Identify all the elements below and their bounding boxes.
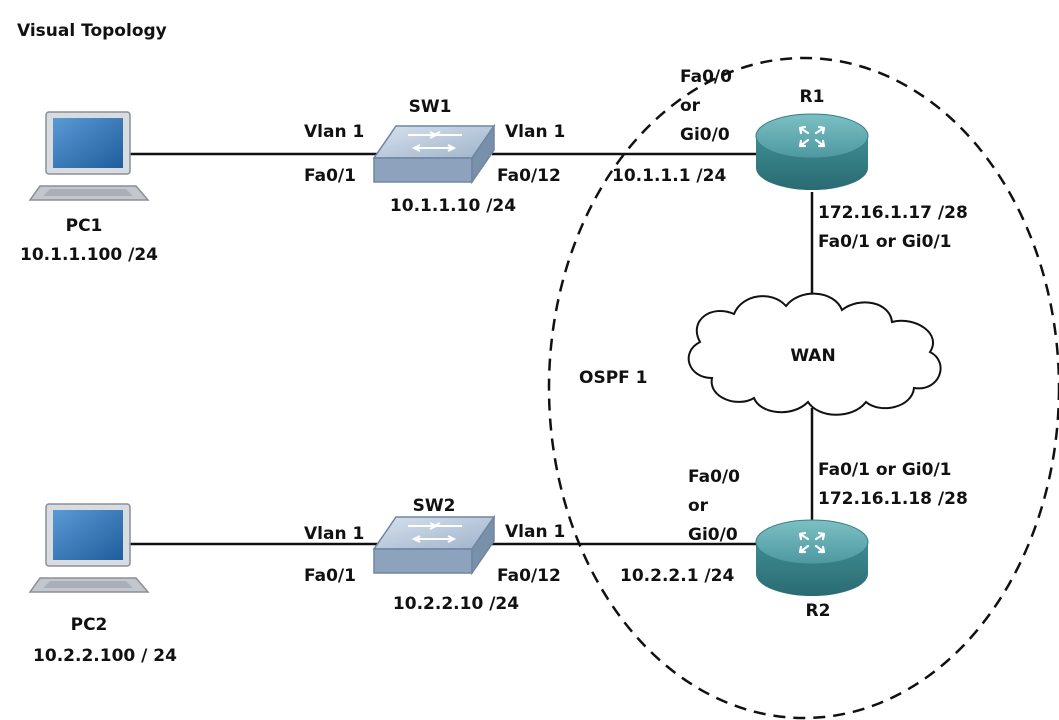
sw2-left-port: Fa0/1 <box>304 566 356 586</box>
sw1-left-port: Fa0/1 <box>304 166 356 186</box>
diagram-title: Visual Topology <box>17 21 167 41</box>
r2-lan-port-2: or <box>688 496 709 516</box>
r1-lan-port-2: or <box>680 96 701 116</box>
sw1-left-vlan: Vlan 1 <box>304 122 365 142</box>
pc1-ip: 10.1.1.100 /24 <box>20 245 158 265</box>
sw2-left-vlan: Vlan 1 <box>304 524 365 544</box>
sw1-name: SW1 <box>408 97 452 117</box>
pc2-laptop-icon <box>28 503 150 593</box>
sw2-name: SW2 <box>412 496 456 516</box>
wan-label: WAN <box>790 346 836 366</box>
pc2-name: PC2 <box>70 615 108 635</box>
sw1-right-vlan: Vlan 1 <box>505 122 566 142</box>
r2-lan-port-3: Gi0/0 <box>688 525 738 545</box>
sw1-switch-icon <box>372 123 496 185</box>
wan-cloud-icon <box>687 292 942 416</box>
r1-lan-ip: 10.1.1.1 /24 <box>612 166 727 186</box>
r2-wan-port: Fa0/1 or Gi0/1 <box>818 460 952 480</box>
r1-lan-port-3: Gi0/0 <box>680 125 730 145</box>
ospf-area-label: OSPF 1 <box>579 368 648 388</box>
r1-wan-port: Fa0/1 or Gi0/1 <box>818 232 952 252</box>
r2-name: R2 <box>805 601 831 621</box>
ospf-area-boundary <box>547 56 1059 720</box>
r2-router-icon <box>755 519 869 596</box>
r1-wan-ip: 172.16.1.17 /28 <box>818 203 968 223</box>
pc1-name: PC1 <box>65 216 103 236</box>
pc2-ip: 10.2.2.100 / 24 <box>33 646 177 666</box>
sw2-right-vlan: Vlan 1 <box>505 522 566 542</box>
sw2-ip: 10.2.2.10 /24 <box>392 594 520 614</box>
r1-router-icon <box>755 113 869 190</box>
r1-name: R1 <box>799 87 825 107</box>
r2-wan-ip: 172.16.1.18 /28 <box>818 489 968 509</box>
sw1-right-port: Fa0/12 <box>497 166 561 186</box>
pc1-laptop-icon <box>28 111 150 201</box>
sw2-right-port: Fa0/12 <box>497 566 561 586</box>
sw1-ip: 10.1.1.10 /24 <box>389 196 517 216</box>
r2-lan-port-1: Fa0/0 <box>688 467 740 487</box>
sw2-switch-icon <box>372 514 496 576</box>
r2-lan-ip: 10.2.2.1 /24 <box>620 566 735 586</box>
r1-lan-port-1: Fa0/0 <box>680 67 732 87</box>
